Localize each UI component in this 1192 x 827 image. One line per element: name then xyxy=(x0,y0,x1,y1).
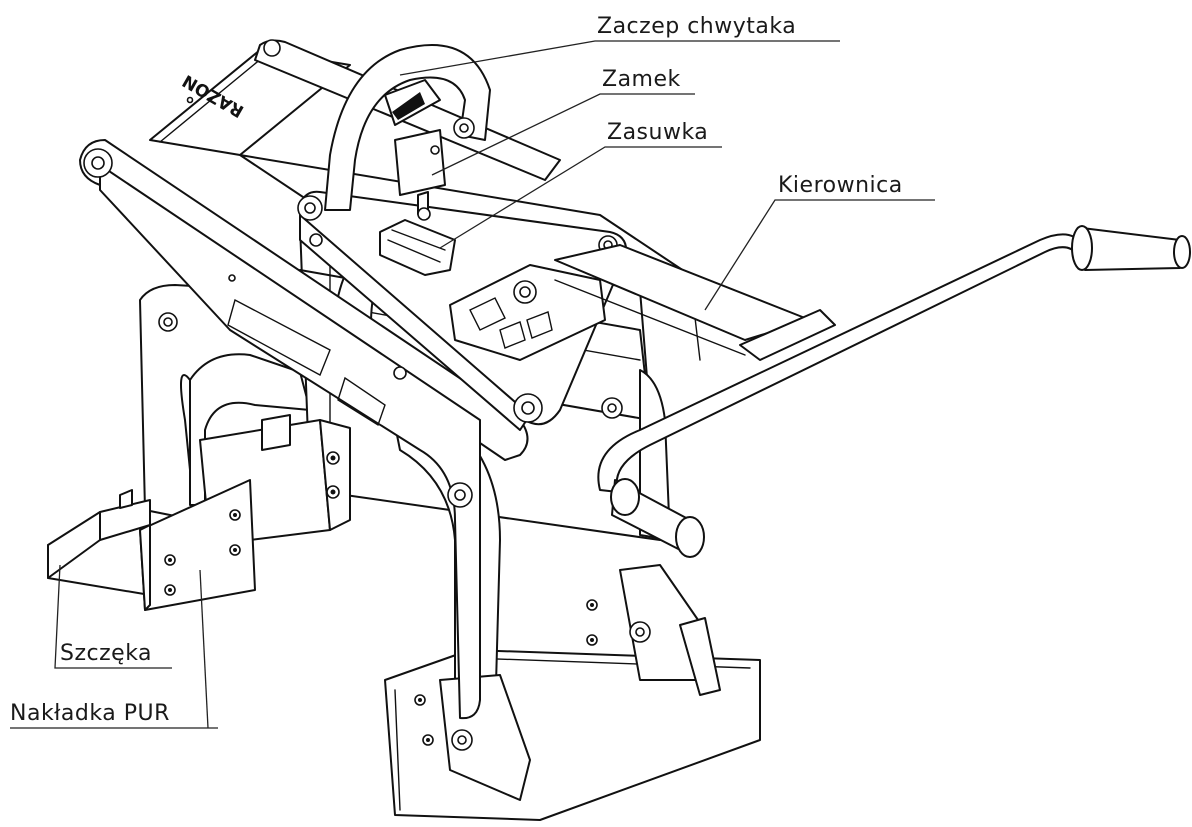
latch-block xyxy=(379,219,456,276)
gripper-hook xyxy=(324,44,491,211)
label-handlebar: Kierownica xyxy=(778,173,903,198)
leader-handlebar xyxy=(704,199,935,311)
control-plate xyxy=(449,235,618,361)
handlebar xyxy=(554,225,1191,558)
label-jaw: Szczęka xyxy=(60,641,152,666)
label-lock: Zamek xyxy=(602,67,681,92)
jaw-block xyxy=(47,489,151,596)
leader-latch xyxy=(439,146,722,249)
leader-jaw xyxy=(54,564,172,669)
label-hook: Zaczep chwytaka xyxy=(597,14,796,39)
label-latch: Zasuwka xyxy=(607,120,708,145)
label-pad: Nakładka PUR xyxy=(10,701,170,726)
pur-pad xyxy=(139,479,256,611)
leader-pad-drop xyxy=(199,569,209,729)
leader-hook xyxy=(399,40,840,76)
leader-lines xyxy=(10,40,935,729)
leader-lock xyxy=(431,93,695,176)
lock-block xyxy=(394,129,446,221)
